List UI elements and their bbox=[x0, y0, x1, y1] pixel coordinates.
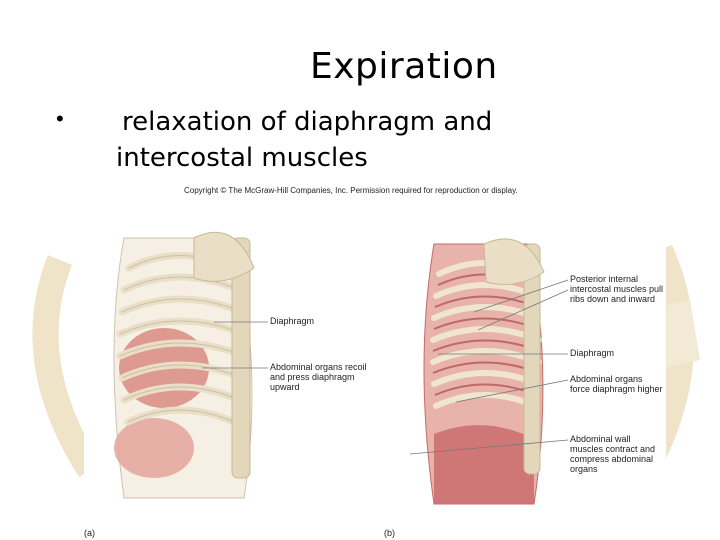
callout-abdominal-wall: Abdominal wall muscles contract and comp… bbox=[570, 434, 656, 474]
callout-posterior-intercostals: Posterior internal intercostal muscles p… bbox=[570, 274, 664, 304]
ribcage-illustration-a bbox=[113, 231, 255, 499]
copyright-notice: Copyright © The McGraw-Hill Companies, I… bbox=[184, 186, 518, 195]
bullet-text: relaxation of diaphragm and intercostal … bbox=[116, 107, 493, 173]
panel-label-b: (b) bbox=[384, 528, 395, 538]
callout-abdominal-recoil: Abdominal organs recoil and press diaphr… bbox=[270, 362, 367, 392]
bullet-marker: • bbox=[56, 106, 64, 131]
callout-diaphragm-a: Diaphragm bbox=[270, 316, 315, 326]
slide-title: Expiration bbox=[310, 46, 498, 87]
callout-abdominal-force: Abdominal organs force diaphragm higher bbox=[570, 374, 663, 394]
leader-lines-a bbox=[202, 321, 268, 369]
leader-lines-b bbox=[409, 279, 569, 455]
anatomy-figure: Copyright © The McGraw-Hill Companies, I… bbox=[84, 184, 666, 540]
panel-label-a: (a) bbox=[84, 528, 95, 538]
callout-diaphragm-b: Diaphragm bbox=[570, 348, 615, 358]
